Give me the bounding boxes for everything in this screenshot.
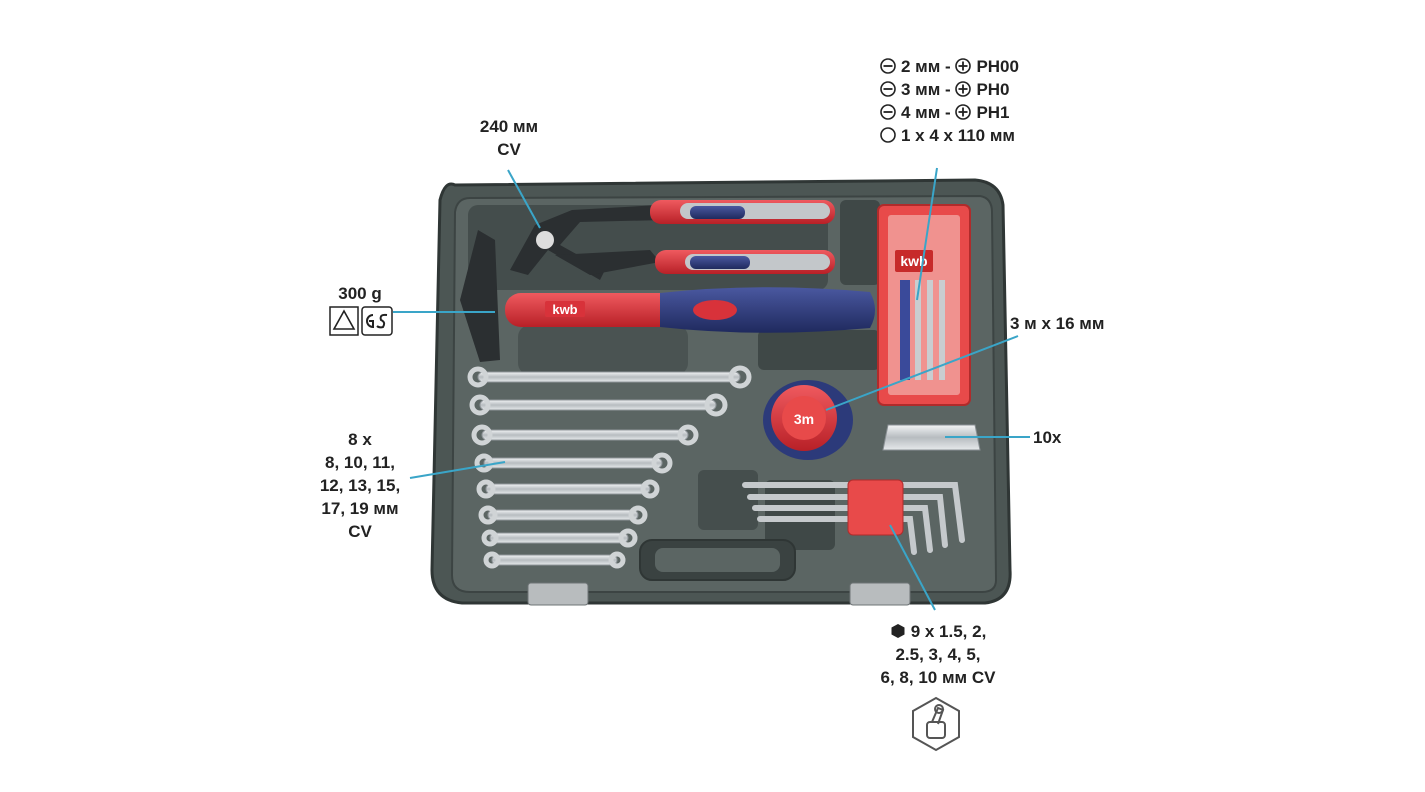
tape-measure: 3m [763, 380, 853, 460]
hex-line2: 2.5, 3, 4, 5, [895, 645, 981, 664]
slotted-icon [880, 58, 896, 74]
wrenches-sizes-3: 17, 19 мм [321, 499, 399, 518]
wrenches-spec-label: 8 x 8, 10, 11, 12, 13, 15, 17, 19 мм CV [312, 428, 408, 543]
tape-label: 3m [794, 411, 814, 427]
blades-spec-label: 10x [1033, 426, 1061, 449]
screwdriver-line2: 3 мм - [901, 80, 956, 99]
phillips-icon [955, 104, 972, 120]
round-blade-icon [880, 127, 896, 143]
box-logo: kwb [900, 253, 927, 269]
water-pump-pliers [510, 200, 835, 280]
phillips-icon [955, 58, 972, 74]
slotted-icon [880, 104, 896, 120]
screwdriver-box: kwb [877, 204, 971, 406]
screwdriver-spec-label: 2 мм - PH00 3 мм - PH0 4 мм - PH1 1 x 4 … [880, 55, 1019, 147]
wrenches-sizes-2: 12, 13, 15, [319, 476, 401, 495]
hammer: kwb [460, 230, 875, 362]
screwdriver-line1b: PH00 [976, 57, 1019, 76]
utility-blades [882, 424, 981, 451]
hex-spec-label: 9 x 1.5, 2, 2.5, 3, 4, 5, 6, 8, 10 мм CV [868, 620, 1008, 689]
pliers-material: CV [497, 140, 521, 159]
wrenches-count: 8 x [348, 430, 372, 449]
hex-line1: 9 x 1.5, 2, [910, 622, 987, 641]
hammer-weight: 300 g [338, 284, 382, 303]
hammer-logo: kwb [552, 302, 577, 317]
ball-end-hex-icon [912, 696, 960, 752]
hex-key-set [742, 479, 965, 555]
screwdriver-line2b: PH0 [976, 80, 1010, 99]
pliers-size: 240 мм [479, 117, 539, 136]
combination-wrenches [467, 365, 752, 569]
leader-lines [393, 167, 1030, 611]
hexagon-icon [891, 624, 905, 638]
hammer-spec-label: 300 g [330, 282, 390, 305]
hex-line3: 6, 8, 10 мм CV [880, 668, 996, 687]
screwdriver-line3b: PH1 [976, 103, 1010, 122]
screwdriver-line1: 2 мм - [901, 57, 956, 76]
blades-count: 10x [1033, 428, 1062, 447]
wrenches-sizes-1: 8, 10, 11, [325, 453, 395, 472]
wrenches-material: CV [348, 522, 372, 541]
phillips-icon [955, 81, 972, 97]
tape-measure-size: 3 м x 16 мм [1010, 314, 1105, 333]
combination-pliers [555, 250, 835, 275]
tape-spec-label: 3 м x 16 мм [1010, 312, 1104, 335]
certification-icons [329, 306, 393, 336]
screwdriver-line3: 4 мм - [901, 103, 956, 122]
slotted-icon [880, 81, 896, 97]
screwdriver-line4: 1 x 4 x 110 мм [901, 126, 1016, 145]
pliers-spec-label: 240 мм CV [474, 115, 544, 161]
